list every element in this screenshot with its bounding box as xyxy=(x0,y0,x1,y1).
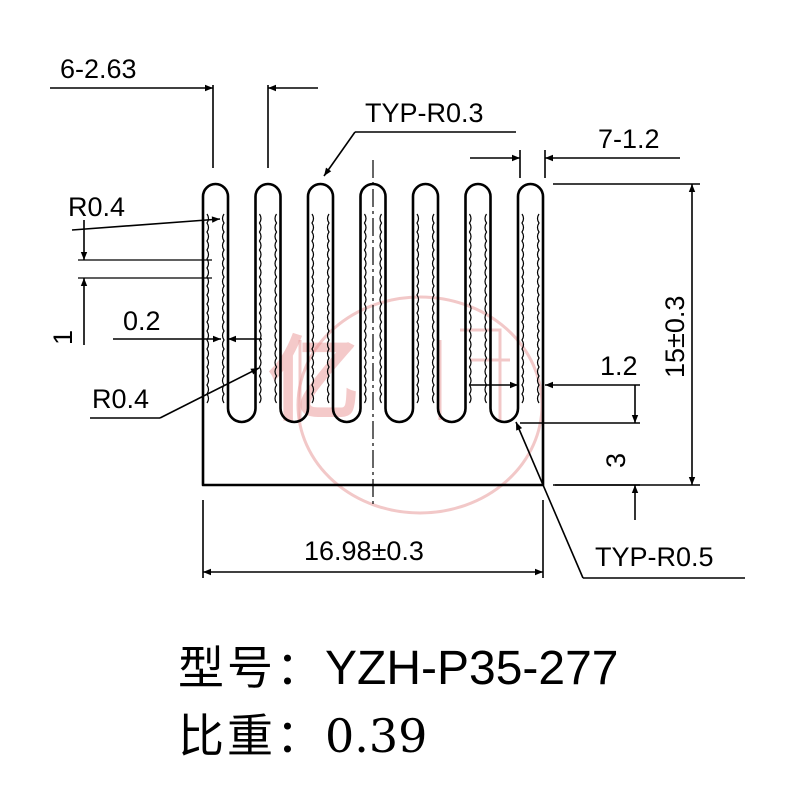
dim-width: 16.98±0.3 xyxy=(202,500,544,578)
dim-slot-width: 1.2 xyxy=(470,351,640,389)
dim-typ-fin-radius: TYP-R0.3 xyxy=(323,98,516,177)
slot-width-label: 1.2 xyxy=(600,351,638,381)
model-line: 型号：YZH-P35-277 xyxy=(178,632,618,698)
density-label: 比重： xyxy=(178,709,325,763)
dim-tooth-height: 1 xyxy=(48,220,212,345)
fin-pitch-label: 6-2.63 xyxy=(60,54,137,84)
tooth-depth-label: 0.2 xyxy=(123,306,161,336)
model-value: YZH-P35-277 xyxy=(325,642,619,695)
fin-thickness-label: 7-1.2 xyxy=(598,124,660,154)
dim-typ-base-radius: TYP-R0.5 xyxy=(515,421,745,579)
model-label: 型号： xyxy=(178,641,325,695)
dim-top-radius: R0.4 xyxy=(68,192,221,231)
typ-fin-radius-label: TYP-R0.3 xyxy=(365,98,484,128)
fin-serrations xyxy=(206,213,540,404)
density-line: 比重：0.39 xyxy=(178,700,427,766)
tooth-height-label: 1 xyxy=(48,330,78,345)
dim-tooth-depth: 0.2 xyxy=(113,306,262,343)
width-label: 16.98±0.3 xyxy=(304,536,424,566)
dim-fin-pitch: 6-2.63 xyxy=(50,54,318,168)
bottom-radius-label: R0.4 xyxy=(92,384,149,414)
dim-fin-thickness: 7-1.2 xyxy=(470,124,680,178)
heatsink-profile xyxy=(201,182,545,487)
base-thickness-label: 3 xyxy=(601,453,631,468)
dim-bottom-radius: R0.4 xyxy=(90,367,260,419)
density-value: 0.39 xyxy=(325,709,428,763)
typ-base-radius-label: TYP-R0.5 xyxy=(595,542,714,572)
dim-base-thickness: 3 xyxy=(520,385,640,520)
height-label: 15±0.3 xyxy=(660,296,690,378)
top-radius-label: R0.4 xyxy=(68,192,125,222)
dim-height: 15±0.3 xyxy=(553,183,700,486)
